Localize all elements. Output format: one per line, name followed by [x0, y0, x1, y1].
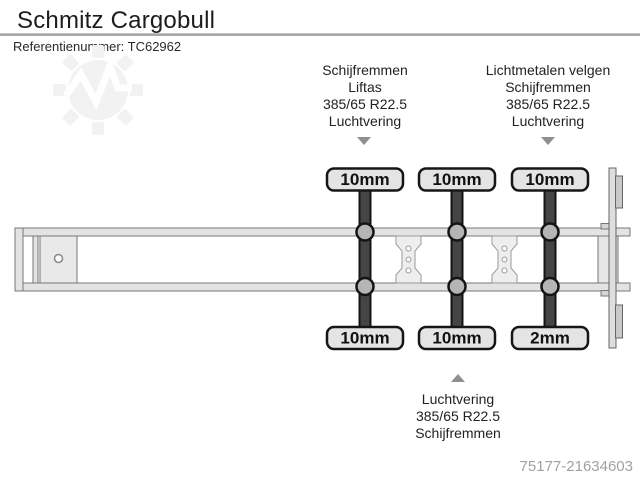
tread-value: 10mm [432, 329, 481, 348]
annotation-line: 385/65 R22.5 [322, 96, 408, 112]
axle-3: 10mm 2mm [510, 167, 590, 351]
annotation-line: Liftas [348, 79, 382, 95]
front-cross-member [32, 235, 39, 284]
arrow-down-icon [541, 137, 555, 145]
gear-pulse-logo-icon [53, 45, 143, 135]
arrow-down-icon [357, 137, 371, 145]
tread-badge [325, 325, 405, 351]
gear-teeth [53, 45, 143, 135]
wheel-hub [540, 276, 560, 297]
annotation-line: 385/65 R22.5 [505, 96, 591, 112]
rear-bumper-bar [608, 167, 617, 349]
tread-value: 10mm [432, 170, 481, 189]
chassis-top-rail [14, 227, 631, 237]
annotation-line: Luchtvering [328, 113, 402, 129]
axle-bar [543, 183, 557, 335]
cross-member [395, 235, 422, 284]
annotation-line: Schijfremmen [505, 79, 591, 95]
annotation-front-axle: Schijfremmen Liftas 385/65 R22.5 Luchtve… [322, 62, 408, 130]
wheel-hub [355, 222, 375, 242]
arrow-up-icon [451, 374, 465, 382]
chassis-bottom-rail [14, 282, 631, 292]
cross-member [491, 235, 518, 284]
annotation-line: Luchtvering [421, 391, 495, 407]
header-separator [0, 33, 640, 36]
rear-lamp-box [615, 304, 623, 339]
tread-value: 2mm [530, 329, 570, 348]
annotation-line: Schijfremmen [322, 62, 408, 78]
axle-bar [450, 183, 464, 335]
pulse-line [63, 56, 132, 111]
listing-id: 75177-21634603 [519, 458, 633, 475]
axle-bar [358, 183, 372, 335]
tread-badge [417, 325, 497, 351]
tread-badge [417, 167, 497, 192]
kingpin [53, 253, 64, 264]
axle-2: 10mm 10mm [417, 167, 497, 351]
annotation-line: 385/65 R22.5 [415, 408, 501, 424]
tread-value: 10mm [340, 329, 389, 348]
wheel-hub [447, 222, 467, 242]
wheel-hub [447, 276, 467, 297]
tread-value: 10mm [340, 170, 389, 189]
wheel-hub [355, 276, 375, 297]
tread-value: 10mm [525, 170, 574, 189]
axle-1: 10mm 10mm [325, 167, 405, 351]
tread-badge [510, 167, 590, 192]
front-end-member [14, 227, 24, 292]
annotation-line: Luchtvering [511, 113, 585, 129]
rear-lamp-box [615, 175, 623, 209]
annotation-line: Lichtmetalen velgen [485, 62, 611, 78]
page-title: Schmitz Cargobull [17, 7, 216, 34]
annotation-middle-axle: Luchtvering 385/65 R22.5 Schijfremmen [415, 391, 501, 442]
tread-badge [510, 325, 590, 351]
wheel-hub [540, 222, 560, 242]
tread-badge [325, 167, 405, 192]
annotation-line: Schijfremmen [415, 425, 501, 441]
annotation-rear-axle: Lichtmetalen velgen Schijfremmen 385/65 … [486, 62, 611, 130]
